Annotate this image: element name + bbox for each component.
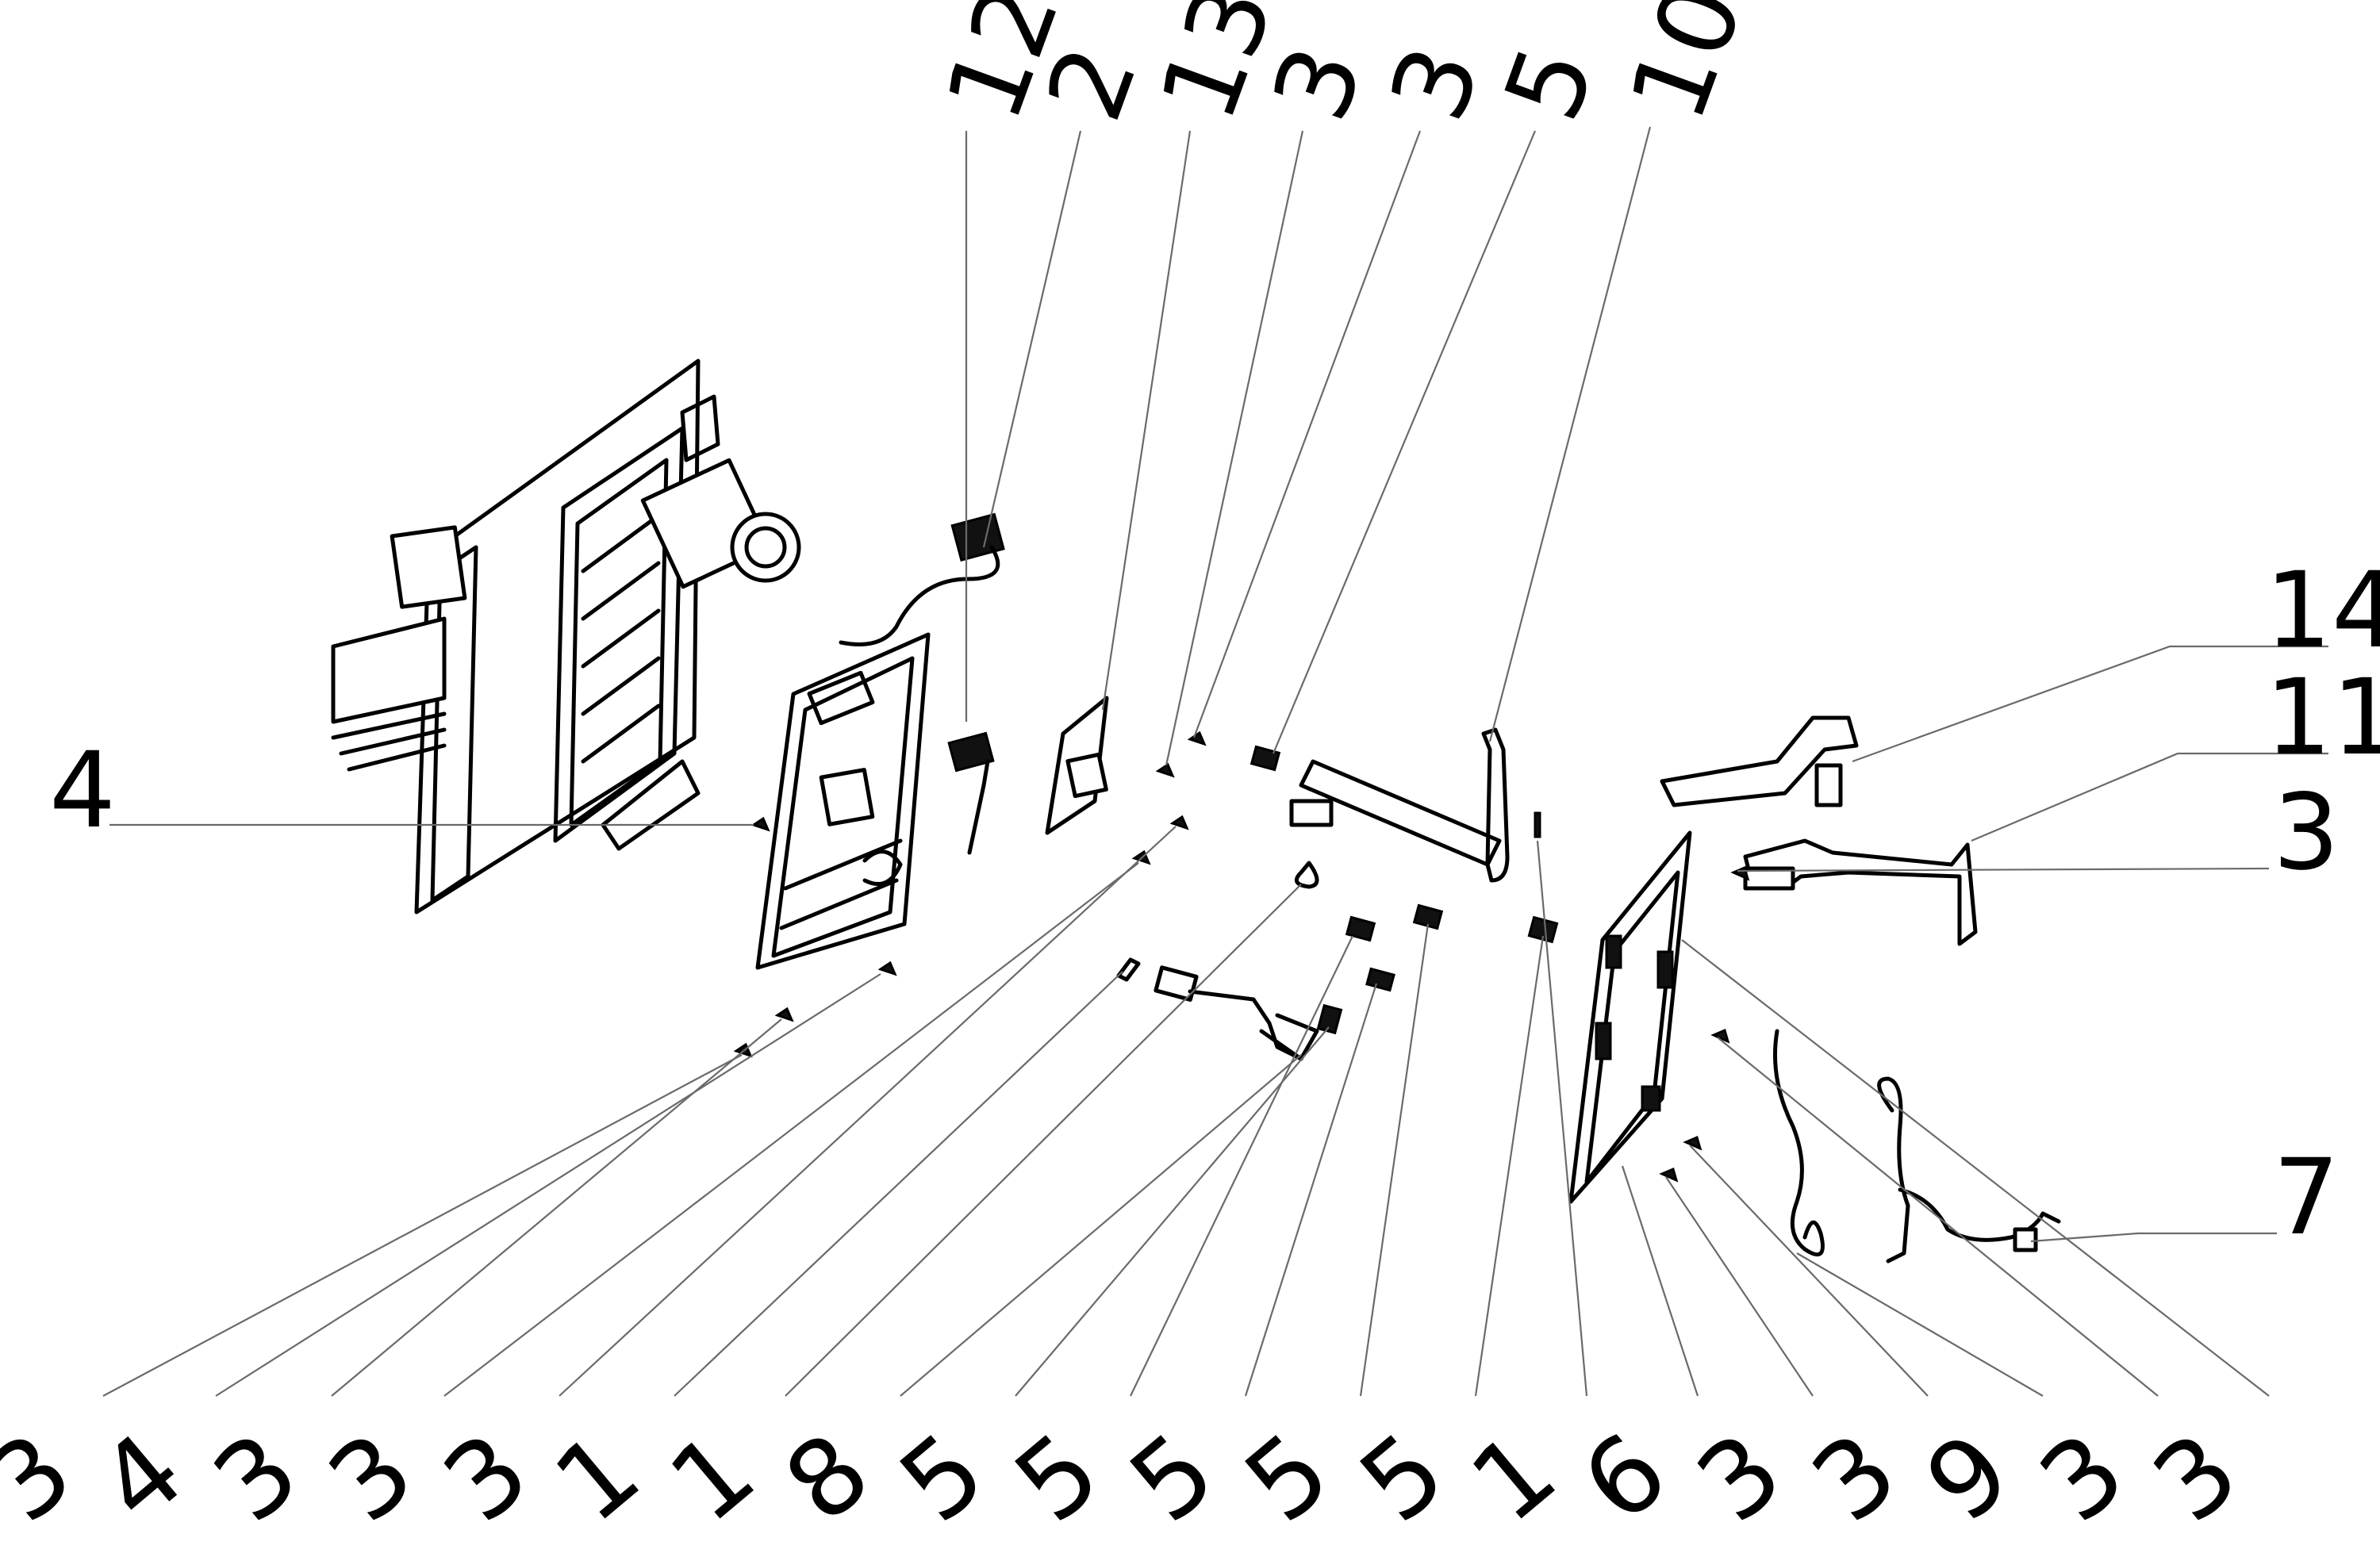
callout-label: 7 [2273, 1137, 2340, 1259]
callout-label: 5 [993, 1410, 1123, 1547]
callout-label: 10 [1606, 0, 1767, 136]
callout-label: 3 [0, 1410, 95, 1547]
callout-label: 6 [1560, 1410, 1690, 1547]
callout-label: 14 [2265, 550, 2380, 672]
callout-label: 3 [307, 1410, 436, 1547]
callout-label: 5 [878, 1410, 1008, 1547]
main-pcb-6 [1568, 830, 1692, 1204]
circuit-board-13 [1045, 696, 1109, 835]
screws-3 [733, 730, 1750, 1183]
callout-label: 3 [1367, 31, 1504, 136]
callout-label: 8 [763, 1410, 892, 1547]
control-box [755, 632, 931, 970]
callout-label: 3 [2132, 1410, 2261, 1547]
wire-harness-2 [839, 512, 1005, 855]
callout-label: 3 [1791, 1410, 1920, 1547]
wire-harness-8 [1116, 957, 1319, 1061]
callout-label: 3 [2018, 1410, 2148, 1547]
right-callouts: 14 11 3 7 [2265, 550, 2380, 1259]
callout-label: 9 [1904, 1410, 2033, 1547]
leader-lines [102, 126, 2328, 1397]
connectors-5 [1250, 745, 1559, 1035]
bottom-callouts: 3 4 3 3 3 1 1 8 5 5 5 5 5 1 6 3 3 9 3 3 [0, 1410, 2261, 1547]
callout-label: 3 [1250, 31, 1387, 136]
callout-label: 3 [1676, 1410, 1805, 1547]
left-callouts: 4 [49, 730, 116, 852]
wire-harness-9 [1773, 1029, 1825, 1257]
callout-label: 1 [1449, 1410, 1579, 1547]
callout-label: 4 [77, 1410, 206, 1547]
callout-label: 5 [1108, 1410, 1238, 1547]
base-plate-assembly [331, 359, 801, 915]
bracket-10 [1289, 727, 1510, 883]
callout-label: 5 [1223, 1410, 1353, 1547]
callout-label: 5 [1481, 31, 1618, 136]
callout-label: 3 [422, 1410, 551, 1547]
callout-label: 4 [49, 730, 116, 852]
callout-label: 1 [533, 1410, 662, 1547]
harness-11 [1743, 838, 1978, 946]
callout-label: 11 [2265, 657, 2380, 779]
callout-label: 5 [1338, 1410, 1468, 1547]
top-callouts: 12 2 13 3 3 5 10 [923, 0, 1767, 136]
callout-label: 3 [192, 1410, 321, 1547]
harness-14 [1660, 715, 1859, 807]
callout-label: 1 [648, 1410, 777, 1547]
callout-label: 3 [2273, 772, 2340, 894]
wire-harness-7 [1877, 1076, 2061, 1263]
